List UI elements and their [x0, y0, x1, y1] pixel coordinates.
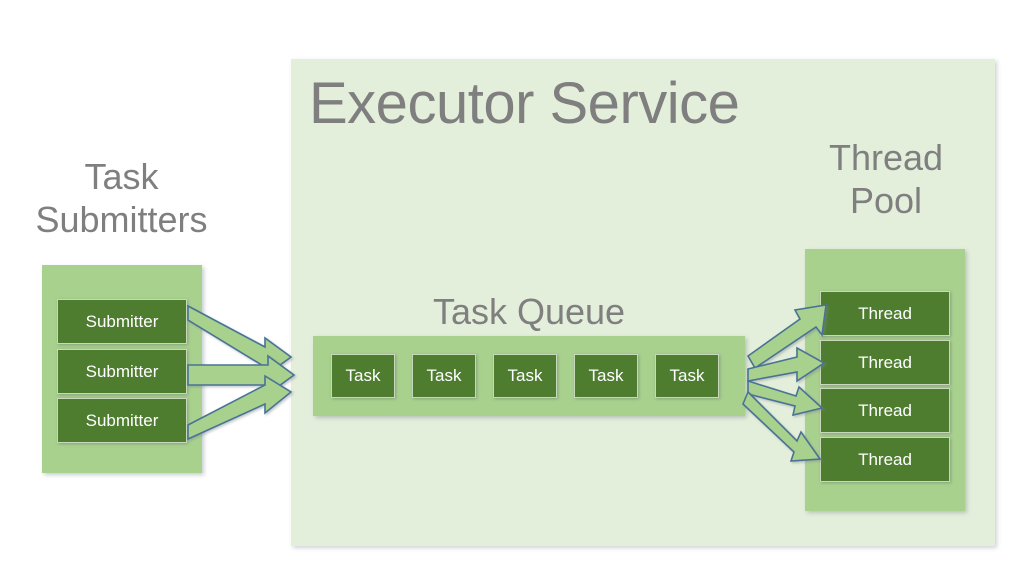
executor-service-title: Executor Service — [309, 71, 740, 136]
task-tile[interactable]: Task — [574, 354, 638, 398]
submit-arrow-icon — [187, 354, 296, 396]
task-submitters-caption: Task Submitters — [35, 156, 208, 240]
thread-tile[interactable]: Thread — [820, 291, 950, 336]
thread-tile[interactable]: Thread — [820, 388, 950, 433]
task-tile[interactable]: Task — [655, 354, 719, 398]
thread-pool-caption: Thread Pool — [828, 137, 944, 221]
task-tile[interactable]: Task — [493, 354, 557, 398]
submitter-tile[interactable]: Submitter — [57, 349, 187, 394]
thread-tile[interactable]: Thread — [820, 340, 950, 385]
task-tile[interactable]: Task — [412, 354, 476, 398]
submitter-tile[interactable]: Submitter — [57, 398, 187, 443]
submit-arrow-icon — [187, 374, 293, 441]
submit-arrow-icon — [187, 304, 293, 378]
thread-tile[interactable]: Thread — [820, 437, 950, 482]
task-tile[interactable]: Task — [331, 354, 395, 398]
submitter-tile[interactable]: Submitter — [57, 299, 187, 344]
task-queue-caption: Task Queue — [432, 291, 626, 332]
